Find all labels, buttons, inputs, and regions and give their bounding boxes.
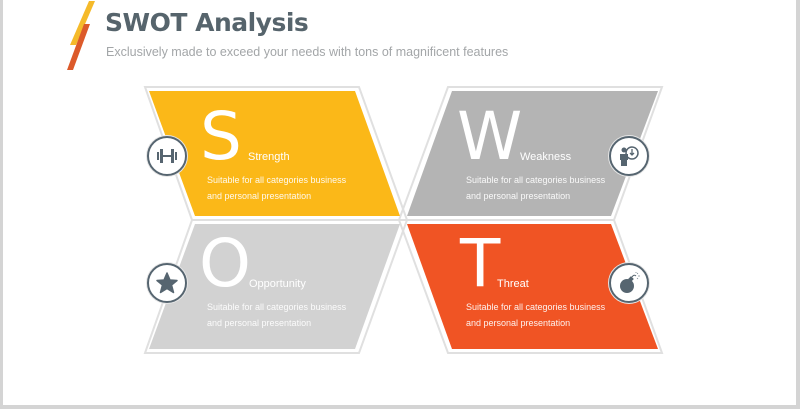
strength-desc-1: Suitable for all categories business <box>207 175 347 185</box>
strength-shape <box>149 91 400 216</box>
weakness-label: Weakness <box>520 151 572 163</box>
slide: SWOT Analysis Exclusively made to exceed… <box>3 0 796 405</box>
swot-shapes <box>143 86 664 354</box>
weakness-desc-2: and personal presentation <box>466 191 571 201</box>
strength-label: Strength <box>248 151 290 163</box>
lightning-accent-icon <box>67 1 95 70</box>
page-title: SWOT Analysis <box>105 8 309 37</box>
threat-label: Threat <box>497 278 529 290</box>
strength-letter: S <box>200 98 242 175</box>
opportunity-letter: O <box>199 225 251 302</box>
threat-icon-badge <box>609 263 649 303</box>
person-clock-icon <box>620 146 639 166</box>
opportunity-label: Opportunity <box>249 278 306 290</box>
weakness-desc-1: Suitable for all categories business <box>466 175 606 185</box>
opportunity-icon-badge <box>147 263 187 303</box>
weakness-shape <box>407 91 658 216</box>
opportunity-desc-1: Suitable for all categories business <box>207 302 347 312</box>
dumbbell-icon <box>157 149 177 163</box>
page-subtitle: Exclusively made to exceed your needs wi… <box>106 45 509 59</box>
threat-shape <box>407 224 658 349</box>
opportunity-shape <box>149 224 400 349</box>
weakness-icon-badge <box>609 136 649 176</box>
bomb-icon <box>620 272 640 293</box>
strength-desc-2: and personal presentation <box>207 191 312 201</box>
threat-letter: T <box>460 225 500 302</box>
strength-icon-badge <box>147 136 187 176</box>
opportunity-desc-2: and personal presentation <box>207 318 312 328</box>
threat-desc-2: and personal presentation <box>466 318 571 328</box>
star-icon <box>156 272 178 294</box>
weakness-letter: W <box>457 98 522 175</box>
threat-desc-1: Suitable for all categories business <box>466 302 606 312</box>
